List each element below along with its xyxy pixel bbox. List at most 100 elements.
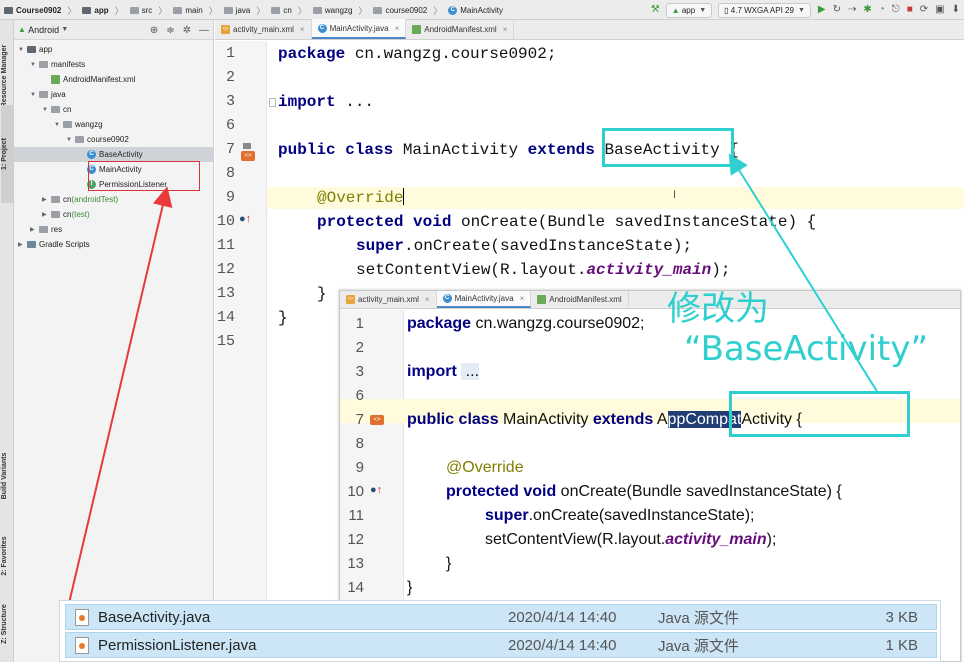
line-number: 10 — [216, 213, 235, 230]
close-icon[interactable]: × — [299, 24, 305, 34]
tree-item[interactable]: ▼wangzg — [14, 117, 214, 132]
tree-item[interactable]: ▼java — [14, 87, 214, 102]
tree-item[interactable]: ▶Gradle Scripts — [14, 237, 214, 252]
close-icon: × — [519, 293, 525, 303]
folder-icon — [129, 6, 139, 14]
breadcrumb: Course0902〉 app〉 src〉 main〉 java〉 cn〉 wa… — [4, 0, 509, 20]
expanded-arrow-icon[interactable]: ▼ — [42, 106, 48, 113]
phone-icon: ▯ — [724, 5, 729, 15]
collapsed-arrow-icon[interactable]: ▶ — [30, 227, 35, 233]
line-number: 2 — [225, 69, 235, 86]
file-row[interactable]: PermissionListener.java 2020/4/14 14:40 … — [65, 632, 937, 658]
file-name: BaseActivity.java — [98, 608, 211, 626]
attach-debugger-icon[interactable]: ⎋ — [891, 4, 900, 15]
class-icon: C — [448, 5, 458, 15]
tree-item-label: cn — [63, 195, 72, 204]
line-number: 2 — [355, 339, 364, 356]
project-tab[interactable]: 1: Project — [1, 105, 13, 203]
sync-icon[interactable]: ⟳ — [919, 4, 929, 15]
mouse-ibeam-icon: I — [673, 189, 677, 201]
expanded-arrow-icon[interactable]: ▼ — [18, 46, 24, 53]
code-line-1: package cn.wangzg.course0902; — [278, 45, 557, 63]
stop-icon[interactable]: ■ — [906, 4, 913, 15]
code-line-3: import ... — [278, 93, 375, 111]
tree-item[interactable]: AndroidManifest.xml — [14, 72, 214, 87]
fold-marker[interactable] — [267, 92, 277, 112]
close-icon[interactable]: × — [502, 24, 508, 34]
breadcrumb-project[interactable]: Course0902〉 — [4, 4, 76, 17]
tree-item[interactable]: ▶cn (androidTest) — [14, 192, 214, 207]
tree-item-label: MainActivity — [99, 165, 142, 174]
breadcrumb-wangzg[interactable]: wangzg〉 — [312, 4, 367, 17]
code-line-10: protected void onCreate(Bundle savedInst… — [317, 213, 817, 231]
breadcrumb-app[interactable]: app〉 — [82, 4, 124, 17]
line-number: 15 — [216, 333, 235, 350]
avd-manager-icon[interactable]: ▣ — [935, 4, 945, 15]
breadcrumb-main[interactable]: main〉 — [173, 4, 218, 17]
close-icon[interactable]: × — [394, 23, 400, 33]
android-icon: ▲ — [671, 5, 680, 15]
structure-tab[interactable]: Z: Structure — [1, 604, 8, 644]
apply-code-icon[interactable]: ⇢ — [847, 4, 857, 15]
breadcrumb-cn[interactable]: cn〉 — [271, 4, 307, 17]
sdk-manager-icon[interactable]: ⬇ — [951, 4, 960, 15]
expanded-arrow-icon[interactable]: ▼ — [30, 91, 36, 98]
file-size: 1 KB — [885, 636, 918, 654]
locate-icon[interactable]: ⊕ — [149, 24, 159, 36]
line-number: 9 — [355, 459, 364, 476]
hammer-icon[interactable]: ⚒ — [650, 4, 660, 15]
collapsed-arrow-icon[interactable]: ▶ — [42, 197, 47, 203]
highlight-box-baseactivity — [602, 128, 734, 167]
tree-item[interactable]: ▼course0902 — [14, 132, 214, 147]
collapse-icon[interactable]: ≑ — [166, 24, 175, 36]
apply-changes-icon[interactable]: ↻ — [832, 4, 841, 15]
tab-activity-main[interactable]: <>activity_main.xml× — [215, 19, 312, 39]
file-row[interactable]: BaseActivity.java 2020/4/14 14:40 Java 源… — [65, 604, 937, 630]
tree-item[interactable]: ▼cn — [14, 102, 214, 117]
highlight-box-red — [88, 161, 200, 191]
layout-gutter-icon: <> — [370, 415, 384, 425]
manifest-icon — [412, 24, 422, 34]
tree-item[interactable]: ▼manifests — [14, 57, 214, 72]
file-name: PermissionListener.java — [98, 636, 257, 654]
override-gutter-icon[interactable]: ●↑ — [239, 213, 252, 225]
annotation-line-2: “BaseActivity” — [684, 329, 929, 369]
profile-icon[interactable]: ◔ — [878, 4, 885, 15]
breadcrumb-java[interactable]: java〉 — [223, 4, 265, 17]
run-icon[interactable]: ▶ — [817, 4, 826, 15]
line-number: 11 — [348, 507, 364, 524]
class-icon: C — [442, 293, 452, 303]
tree-item[interactable]: ▶cn (test) — [14, 207, 214, 222]
editor-gutter — [215, 41, 267, 662]
device-select[interactable]: ▯ 4.7 WXGA API 29▼ — [718, 2, 811, 18]
hide-icon[interactable]: — — [199, 24, 209, 36]
tab-androidmanifest[interactable]: AndroidManifest.xml× — [406, 19, 515, 39]
java-file-icon — [75, 636, 89, 654]
code-line-14: } — [278, 309, 288, 327]
collapsed-arrow-icon[interactable]: ▶ — [42, 212, 47, 218]
tree-item[interactable]: ▼app — [14, 42, 214, 57]
run-config-select[interactable]: ▲ app▼ — [665, 2, 713, 18]
line-number: 13 — [216, 285, 235, 302]
breadcrumb-course0902[interactable]: course0902〉 — [373, 4, 442, 17]
tree-item[interactable]: ▶res — [14, 222, 214, 237]
expanded-arrow-icon[interactable]: ▼ — [54, 121, 60, 128]
project-view-select[interactable]: Android — [28, 24, 60, 35]
line-number: 12 — [347, 531, 364, 548]
line-number: 9 — [225, 189, 235, 206]
debug-icon[interactable]: ✱ — [863, 4, 872, 15]
manifest-icon — [51, 75, 60, 84]
breadcrumb-src[interactable]: src〉 — [129, 4, 167, 17]
expanded-arrow-icon[interactable]: ▼ — [66, 136, 72, 143]
collapsed-arrow-icon[interactable]: ▶ — [18, 242, 23, 248]
gear-icon[interactable]: ✲ — [182, 24, 191, 36]
class-icon: C — [87, 165, 96, 174]
layout-gutter-icon[interactable]: <> — [241, 151, 255, 161]
expanded-arrow-icon[interactable]: ▼ — [30, 61, 36, 68]
